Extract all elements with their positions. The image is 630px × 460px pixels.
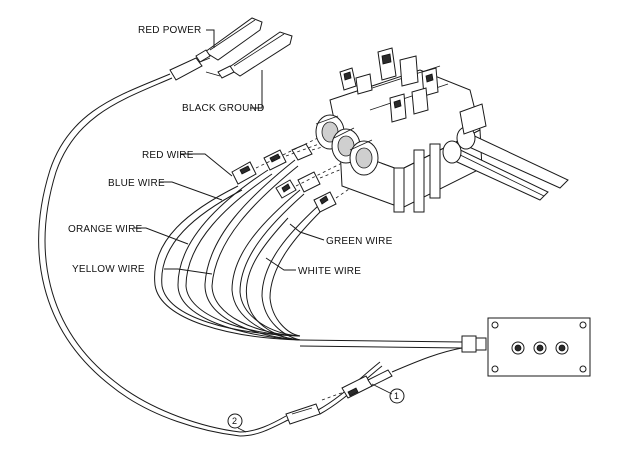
clamp-junction-plug [169,57,203,81]
power-cable [38,73,241,437]
blue-wire-leader [160,181,223,201]
label-black-ground: BLACK GROUND [182,103,264,114]
green-wire-leader [289,223,325,241]
callout-2-number: 2 [232,416,237,426]
fuse-holder-2 [227,361,383,437]
labels: RED POWER BLACK GROUND RED WIRE BLUE WIR… [68,25,399,426]
label-white-wire: WHITE WIRE [298,266,361,277]
white-wire-leader [265,257,296,271]
blue-wire [177,169,301,341]
label-green-wire: GREEN WIRE [326,236,393,247]
orange-wire [204,159,301,341]
valve-block [315,47,569,213]
wire-bundle [154,159,323,341]
callout-1-circle [389,388,405,404]
yellow-wire-leader [164,268,213,275]
label-red-power: RED POWER [138,25,201,36]
wire-connectors [231,135,369,213]
connector-1 [321,369,405,404]
red-wire [154,185,301,341]
label-blue-wire: BLUE WIRE [108,178,165,189]
control-box [461,317,591,377]
callout-2-circle [227,413,243,429]
red-wire-leader [180,153,233,177]
black-ground-clamp [227,31,293,77]
orange-wire-leader [134,227,189,245]
red-power-clamp [204,17,263,61]
battery-clamps [169,17,293,109]
white-wire [245,217,301,341]
label-red-wire: RED WIRE [142,150,194,161]
label-orange-wire: ORANGE WIRE [68,224,143,235]
callout-1-number: 1 [394,391,399,401]
yellow-wire [231,189,301,341]
label-yellow-wire: YELLOW WIRE [72,264,145,275]
red-power-connector [195,49,211,63]
control-cable [299,339,463,373]
black-ground-connector [217,65,235,79]
leader-lines [134,153,325,275]
